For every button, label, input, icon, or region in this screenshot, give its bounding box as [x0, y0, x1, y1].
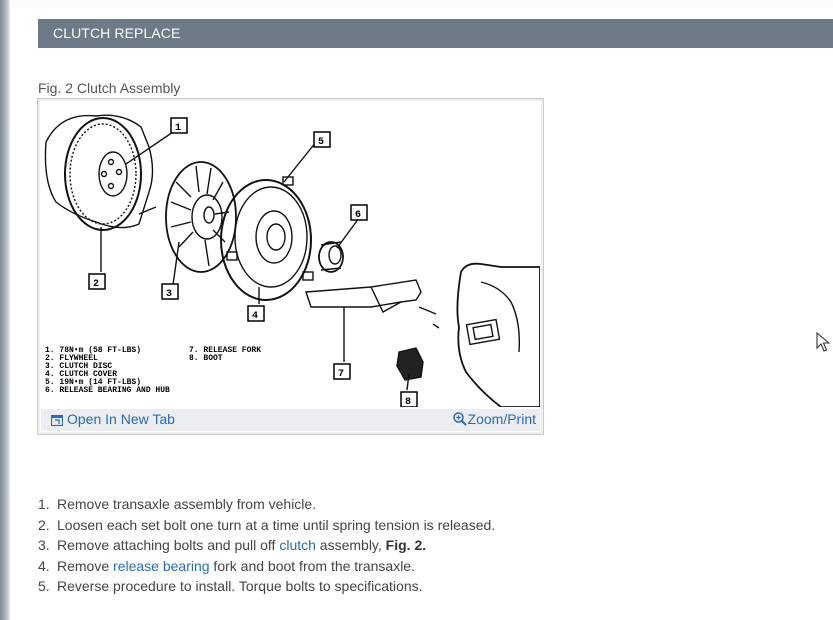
- legend-item-7: 7. RELEASE FORK: [189, 346, 261, 355]
- legend-item-6: 6. RELEASE BEARING AND HUB: [45, 386, 170, 395]
- window-left-edge: [0, 0, 10, 620]
- clutch-cover: [220, 179, 312, 301]
- flywheel: [64, 117, 142, 231]
- step-5: 5.Reverse procedure to install. Torque b…: [38, 578, 423, 594]
- callout-4: 4: [252, 311, 258, 322]
- step-text: fork and boot from the transaxle.: [209, 557, 415, 574]
- callout-1: 1: [175, 123, 181, 134]
- legend-item-8: 8. BOOT: [189, 354, 223, 363]
- release-fork: [305, 279, 422, 308]
- callout-8: 8: [405, 397, 411, 407]
- mouse-cursor-icon: [816, 332, 830, 352]
- legend-item-4: 4. CLUTCH COVER: [45, 370, 117, 379]
- zoom-print-link[interactable]: Zoom/Print: [452, 411, 536, 427]
- clutch-disc: [165, 161, 237, 273]
- figure-container: 1 2 3 4 5 6 7 8 1. 78N•m (58 FT-LBS) 2. …: [37, 98, 544, 435]
- section-header: CLUTCH REPLACE: [38, 19, 833, 48]
- step-text: Remove attaching bolts and pull off: [57, 537, 280, 553]
- step-3: 3.Remove attaching bolts and pull off cl…: [38, 537, 427, 553]
- step-text: assembly,: [315, 537, 386, 553]
- step-1: 1.Remove transaxle assembly from vehicle…: [38, 496, 317, 512]
- legend-item-2: 2. FLYWHEEL: [45, 354, 98, 363]
- zoom-in-icon: [452, 412, 467, 426]
- figure-reference: Fig. 2.: [385, 537, 427, 553]
- open-in-new-tab-link[interactable]: Open In New Tab: [51, 411, 175, 427]
- callout-7: 7: [338, 369, 344, 380]
- diagram-svg: 1 2 3 4 5 6 7 8 1. 78N•m (58 FT-LBS) 2. …: [44, 114, 540, 407]
- figure-toolbar: Open In New Tab Zoom/Print: [41, 409, 540, 431]
- step-4: 4.Remove release bearing fork and boot f…: [38, 557, 415, 574]
- step-text: Remove transaxle assembly from vehicle.: [57, 496, 317, 512]
- procedure-steps: 1.Remove transaxle assembly from vehicle…: [38, 494, 495, 597]
- open-in-new-tab-label: Open In New Tab: [67, 411, 175, 427]
- step-2: 2.Loosen each set bolt one turn at a tim…: [38, 516, 496, 533]
- callout-5: 5: [318, 137, 324, 148]
- new-tab-icon: [51, 414, 63, 426]
- cut-off-text-strip: [10, 0, 833, 8]
- step-text: Loosen each set bolt one turn at a time …: [57, 516, 496, 533]
- release-bearing-link[interactable]: release bearing: [113, 557, 210, 574]
- step-text: Remove: [57, 557, 114, 574]
- callout-6: 6: [355, 210, 361, 221]
- step-text: Reverse procedure to install. Torque bol…: [57, 578, 423, 594]
- legend-item-3: 3. CLUTCH DISC: [45, 362, 112, 371]
- legend-item-5: 5. 19N•m (14 FT-LBS): [45, 378, 141, 387]
- clutch-link[interactable]: clutch: [279, 537, 316, 553]
- release-bearing: [318, 241, 344, 273]
- section-title: CLUTCH REPLACE: [53, 25, 181, 41]
- clutch-assembly-diagram[interactable]: 1 2 3 4 5 6 7 8 1. 78N•m (58 FT-LBS) 2. …: [41, 102, 540, 407]
- callout-2: 2: [93, 279, 99, 290]
- boot: [396, 347, 424, 381]
- legend-item-1: 1. 78N•m (58 FT-LBS): [45, 346, 141, 355]
- callout-3: 3: [166, 289, 172, 300]
- transaxle-housing: [456, 262, 540, 407]
- zoom-print-label: Zoom/Print: [467, 411, 536, 427]
- flywheel-housing: [44, 114, 154, 229]
- figure-caption: Fig. 2 Clutch Assembly: [38, 80, 181, 96]
